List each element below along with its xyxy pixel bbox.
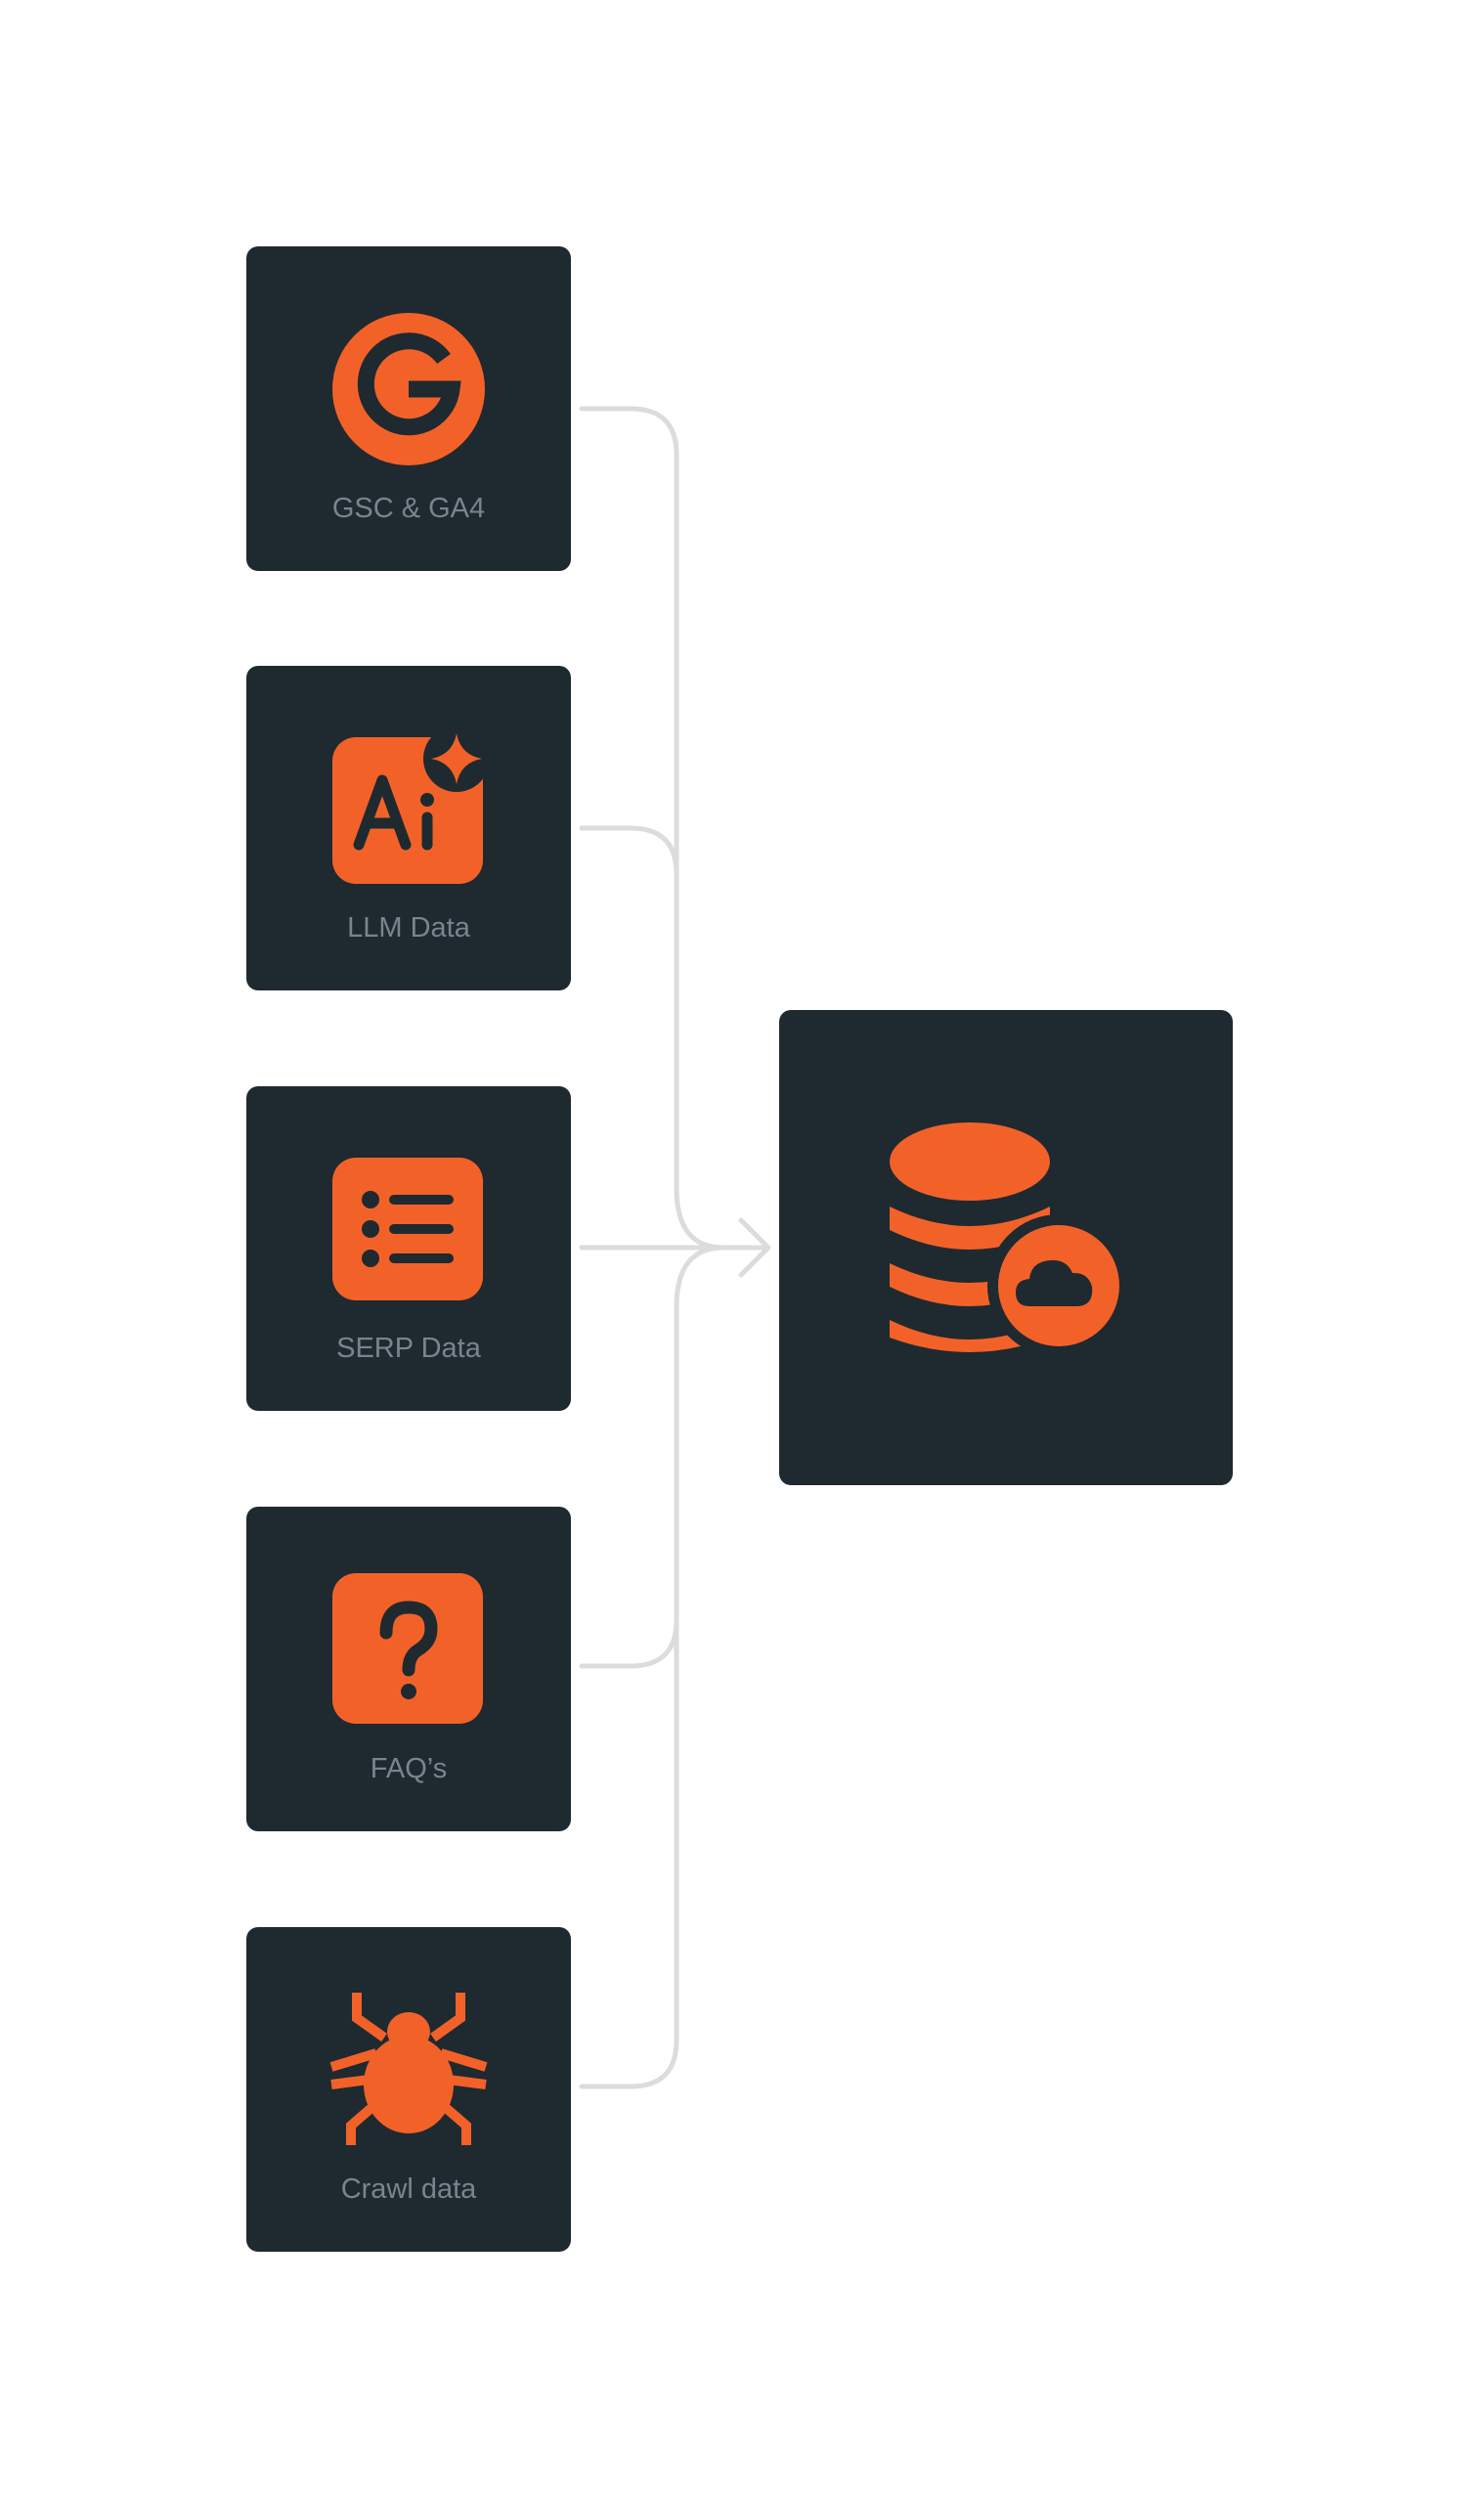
source-label: SERP Data [336,1333,481,1364]
connector-llm [579,825,679,877]
connector-gsc [579,406,726,1251]
list-icon [329,1150,488,1308]
question-icon [329,1570,488,1729]
source-card-llm-data[interactable]: LLM Data [246,666,571,990]
source-card-serp-data[interactable]: SERP Data [246,1086,571,1411]
source-label: Crawl data [340,2174,477,2205]
source-label: FAQ’s [370,1753,448,1784]
database-cloud-icon [890,1122,1129,1357]
arrow-head-icon [738,1217,771,1278]
source-card-crawl-data[interactable]: Crawl data [246,1927,571,2252]
source-card-faqs[interactable]: FAQ’s [246,1507,571,1831]
source-card-gsc-ga4[interactable]: GSC & GA4 [246,246,571,571]
connector-faq [579,1617,679,1669]
ai-sparkle-icon [329,729,488,888]
google-icon [329,310,488,468]
source-label: LLM Data [347,912,470,944]
spider-icon [329,1991,488,2149]
connector-crawl [579,1245,726,2089]
target-database-card[interactable] [779,1010,1233,1485]
source-label: GSC & GA4 [331,493,486,524]
